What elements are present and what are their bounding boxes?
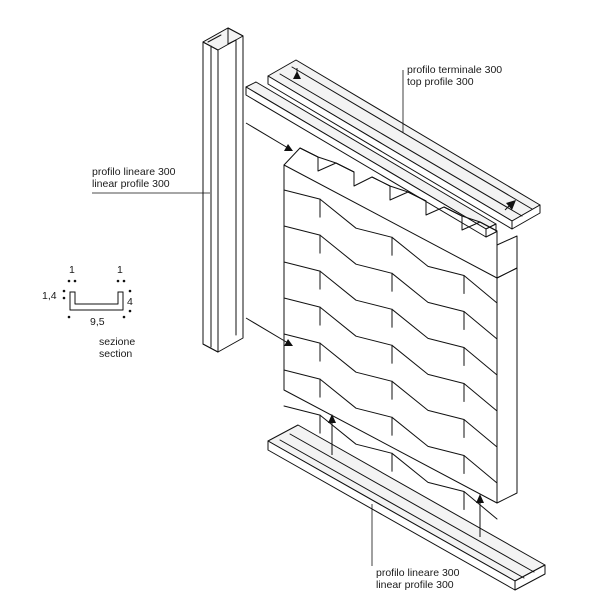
bottom-linear-profile	[267, 424, 546, 591]
top-profile	[267, 59, 541, 230]
section-detail: 1 1 1,4 4 9,5 sezione section	[42, 264, 135, 360]
left-profile-label-en: linear profile 300	[92, 178, 170, 190]
panel-top-linear-profile	[245, 81, 497, 238]
section-dim-lip-left: 1	[69, 264, 75, 276]
top-profile-label-en: top profile 300	[407, 76, 474, 88]
section-dim-height-right: 4	[127, 296, 133, 308]
section-label-en: section	[99, 348, 132, 360]
section-label-it: sezione	[99, 336, 135, 348]
section-dim-lip-right: 1	[117, 264, 123, 276]
bottom-profile-label-en: linear profile 300	[376, 579, 454, 591]
textured-panel	[283, 147, 518, 520]
left-profile-label-it: profilo lineare 300	[92, 166, 176, 178]
assembly-arrows	[245, 68, 516, 537]
section-dim-height-left: 1,4	[42, 290, 57, 302]
vertical-linear-profile	[202, 27, 244, 353]
section-dim-width: 9,5	[90, 316, 105, 328]
bottom-profile-label-it: profilo lineare 300	[376, 567, 460, 579]
top-profile-label-it: profilo terminale 300	[407, 64, 502, 76]
